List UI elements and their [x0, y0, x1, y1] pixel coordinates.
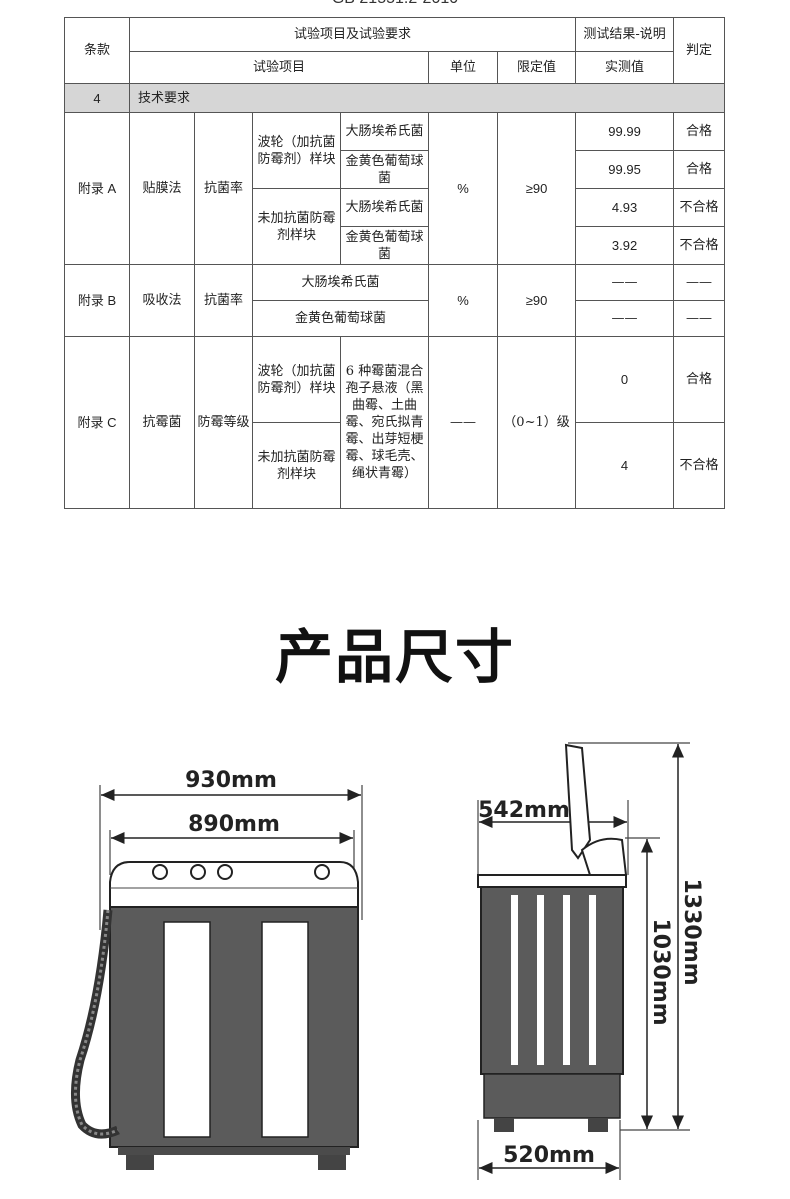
dimensions-title: 产品尺寸 — [274, 623, 515, 691]
property-mold-grade: 防霉等级 — [194, 336, 253, 509]
result-value: 0 — [575, 336, 675, 423]
header-clause: 条款 — [64, 17, 130, 84]
result-value: 3.92 — [575, 226, 675, 265]
limit-90: ≥90 — [496, 112, 577, 265]
sample-untreated: 未加抗菌防霉剂样块 — [252, 188, 341, 265]
dim-width-total: 930mm — [185, 768, 277, 793]
judge-dash: —— — [673, 300, 726, 337]
method-film: 贴膜法 — [129, 112, 195, 265]
result-value: 99.95 — [575, 150, 675, 189]
clause-appendix-c: 附录 C — [64, 336, 130, 509]
method-absorption: 吸收法 — [129, 264, 195, 337]
property-antibacterial: 抗菌率 — [194, 112, 253, 265]
section-label: 技术要求 — [128, 83, 726, 113]
table-row: 附录 A 贴膜法 抗菌率 波轮（加抗菌防霉剂）样块 大肠埃希氏菌 % ≥90 9… — [64, 112, 726, 265]
section-row: 4 技术要求 — [64, 83, 726, 113]
sample-untreated: 未加抗菌防霉剂样块 — [252, 422, 341, 509]
sample-treated: 波轮（加抗菌防霉剂）样块 — [252, 112, 341, 189]
table-row: 附录 B 吸收法 抗菌率 大肠埃希氏菌 % ≥90 —— —— — [64, 264, 726, 337]
property-antibacterial: 抗菌率 — [194, 264, 253, 337]
judge-dash: —— — [673, 264, 726, 301]
dim-depth-top: 542mm — [478, 798, 570, 823]
result-dash: —— — [575, 300, 675, 337]
knob-icon — [190, 864, 206, 880]
table-row: 金黄色葡萄球菌 —— —— — [65, 300, 726, 337]
result-judge: 不合格 — [673, 226, 726, 265]
header-judgement: 判定 — [673, 17, 726, 84]
dim-height-open: 1330mm — [679, 878, 704, 985]
header-test-item: 试验项目 — [129, 51, 429, 84]
header-limit: 限定值 — [496, 51, 577, 84]
test-results-table: 条款 试验项目及试验要求 测试结果-说明 判定 试验项目 单位 限定值 实测值 … — [64, 17, 726, 509]
header-unit: 单位 — [428, 51, 498, 84]
front-view-drawing — [70, 785, 363, 1170]
header-test-items-req: 试验项目及试验要求 — [128, 17, 577, 52]
unit-dash: —— — [428, 336, 498, 509]
table-row: 金黄色葡萄球菌 99.95 合格 — [65, 150, 726, 189]
standard-number: GB 21551.2-2010 — [0, 0, 790, 8]
result-dash: —— — [575, 264, 675, 301]
clause-appendix-a: 附录 A — [64, 112, 130, 265]
bacteria-ecoli: 大肠埃希氏菌 — [252, 264, 429, 301]
knob-icon — [217, 864, 233, 880]
knob-icon — [152, 864, 168, 880]
bacteria-saureus: 金黄色葡萄球菌 — [340, 226, 429, 265]
unit-percent: % — [428, 112, 498, 265]
result-value: 4 — [575, 422, 675, 509]
table-row: 金黄色葡萄球菌 3.92 不合格 — [65, 226, 726, 265]
result-judge: 不合格 — [673, 188, 726, 227]
table-row: 附录 C 抗霉菌 防霉等级 波轮（加抗菌防霉剂）样块 6 种霉菌混合孢子悬液（黑… — [64, 336, 726, 509]
fungi-mixture: 6 种霉菌混合孢子悬液（黑曲霉、土曲霉、宛氏拟青霉、出芽短梗霉、球毛壳、绳状青霉… — [340, 336, 429, 509]
dim-width-body: 890mm — [188, 812, 280, 837]
result-judge: 合格 — [673, 112, 726, 151]
limit-grade: （0~1）级 — [496, 336, 577, 509]
bacteria-ecoli: 大肠埃希氏菌 — [340, 112, 429, 151]
limit-90: ≥90 — [496, 264, 577, 337]
side-view-drawing — [477, 742, 690, 1180]
result-value: 4.93 — [575, 188, 675, 227]
dimension-drawings: 930mm 890mm 542mm 520mm 1030mm 1330mm — [70, 742, 704, 1180]
bacteria-saureus: 金黄色葡萄球菌 — [252, 300, 429, 337]
header-result-desc: 测试结果-说明 — [575, 17, 675, 52]
table-row: 未加抗菌防霉剂样块 大肠埃希氏菌 4.93 不合格 — [65, 188, 726, 265]
sample-treated: 波轮（加抗菌防霉剂）样块 — [252, 336, 341, 423]
bacteria-saureus: 金黄色葡萄球菌 — [340, 150, 429, 189]
table-row: 未加抗菌防霉剂样块 4 不合格 — [65, 422, 726, 509]
result-value: 99.99 — [575, 112, 675, 151]
section-number: 4 — [64, 83, 130, 113]
unit-percent: % — [428, 264, 498, 337]
table-header-row: 条款 试验项目及试验要求 测试结果-说明 判定 — [64, 17, 726, 84]
header-measured: 实测值 — [575, 51, 675, 84]
bacteria-ecoli: 大肠埃希氏菌 — [340, 188, 429, 227]
dim-height-body: 1030mm — [648, 918, 673, 1025]
method-antifungal: 抗霉菌 — [129, 336, 195, 509]
dim-depth-base: 520mm — [503, 1143, 595, 1168]
table-subheader-row: 试验项目 单位 限定值 实测值 — [65, 51, 725, 84]
knob-icon — [314, 864, 330, 880]
result-judge: 合格 — [673, 336, 726, 423]
clause-appendix-b: 附录 B — [64, 264, 130, 337]
result-judge: 不合格 — [673, 422, 726, 509]
result-judge: 合格 — [673, 150, 726, 189]
